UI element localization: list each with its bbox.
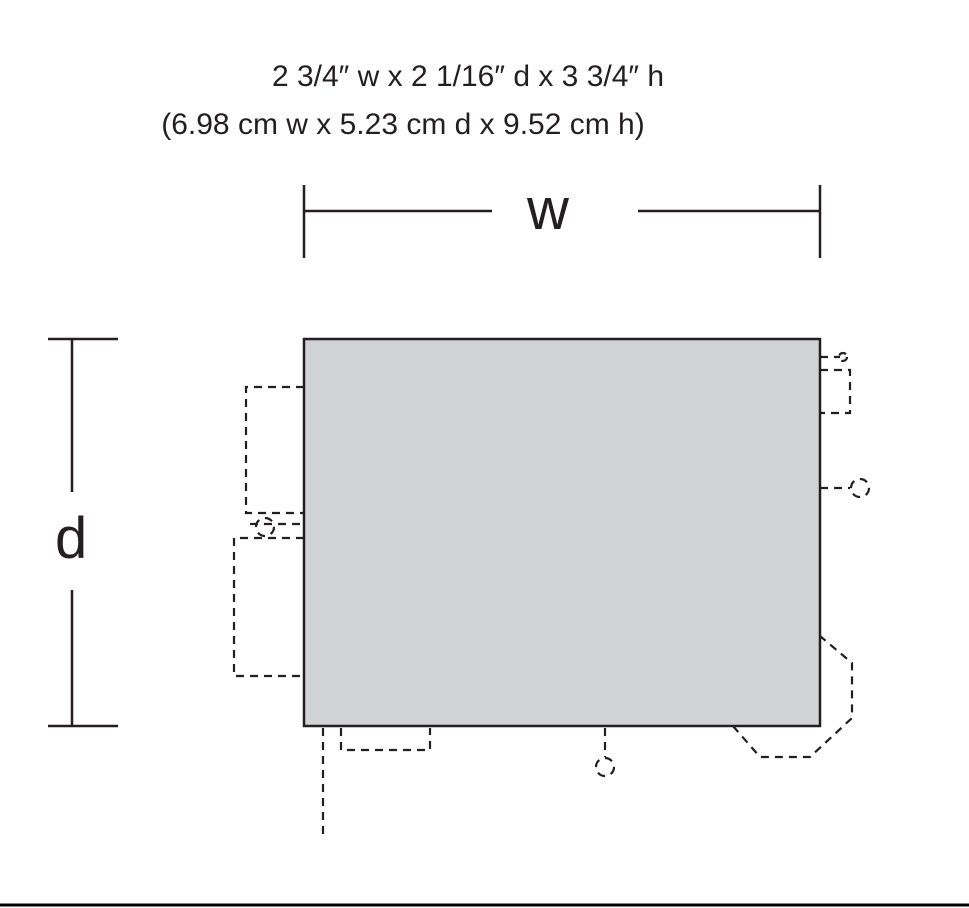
width-label: w [527, 177, 569, 242]
cable-outlines [232, 351, 871, 838]
device-body [302, 337, 822, 728]
imperial-dimensions: 2 3/4″ w x 2 1/16″ d x 3 3/4″ h [271, 60, 665, 93]
depth-label: d [55, 506, 88, 571]
metric-dimensions: (6.98 cm w x 5.23 cm d x 9.52 cm h) [161, 108, 645, 141]
